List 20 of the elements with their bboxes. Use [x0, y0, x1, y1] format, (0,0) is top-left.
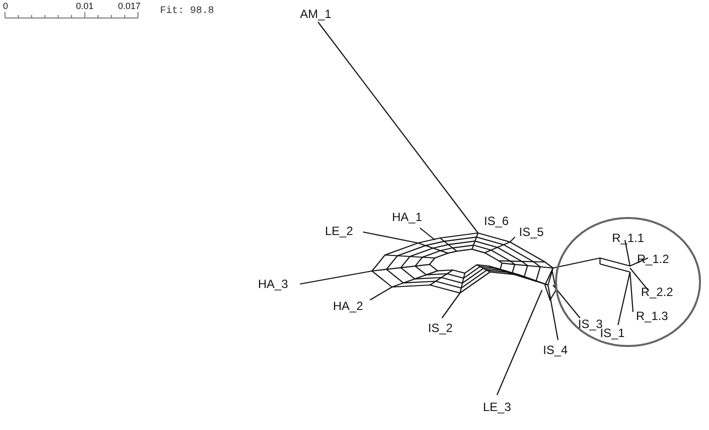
taxon-label: HA_2 — [333, 300, 364, 313]
taxon-label: R_1.1 — [612, 232, 644, 245]
taxon-label: LE_3 — [483, 401, 512, 414]
fit-value: Fit: 98.8 — [160, 5, 214, 18]
taxon-label: IS_5 — [519, 226, 544, 239]
taxon-label: LE_2 — [325, 225, 354, 238]
taxon-label: R_2.2 — [641, 286, 674, 299]
taxon-label: IS_4 — [543, 344, 568, 357]
scale-label: 0.017 — [118, 1, 141, 11]
taxon-label: HA_1 — [392, 211, 422, 224]
taxon-label: IS_6 — [484, 215, 509, 228]
taxon-label: R_1.3 — [636, 310, 668, 323]
taxon-label: IS_2 — [428, 322, 453, 335]
scale-label: 0 — [3, 1, 8, 11]
taxon-label: HA_3 — [258, 278, 288, 291]
taxon-label: AM_1 — [300, 8, 332, 21]
taxon-label: R_1.2 — [637, 253, 670, 266]
taxon-label: IS_3 — [578, 318, 603, 331]
taxon-label: IS_1 — [600, 327, 625, 340]
scale-label: 0.01 — [76, 1, 94, 11]
